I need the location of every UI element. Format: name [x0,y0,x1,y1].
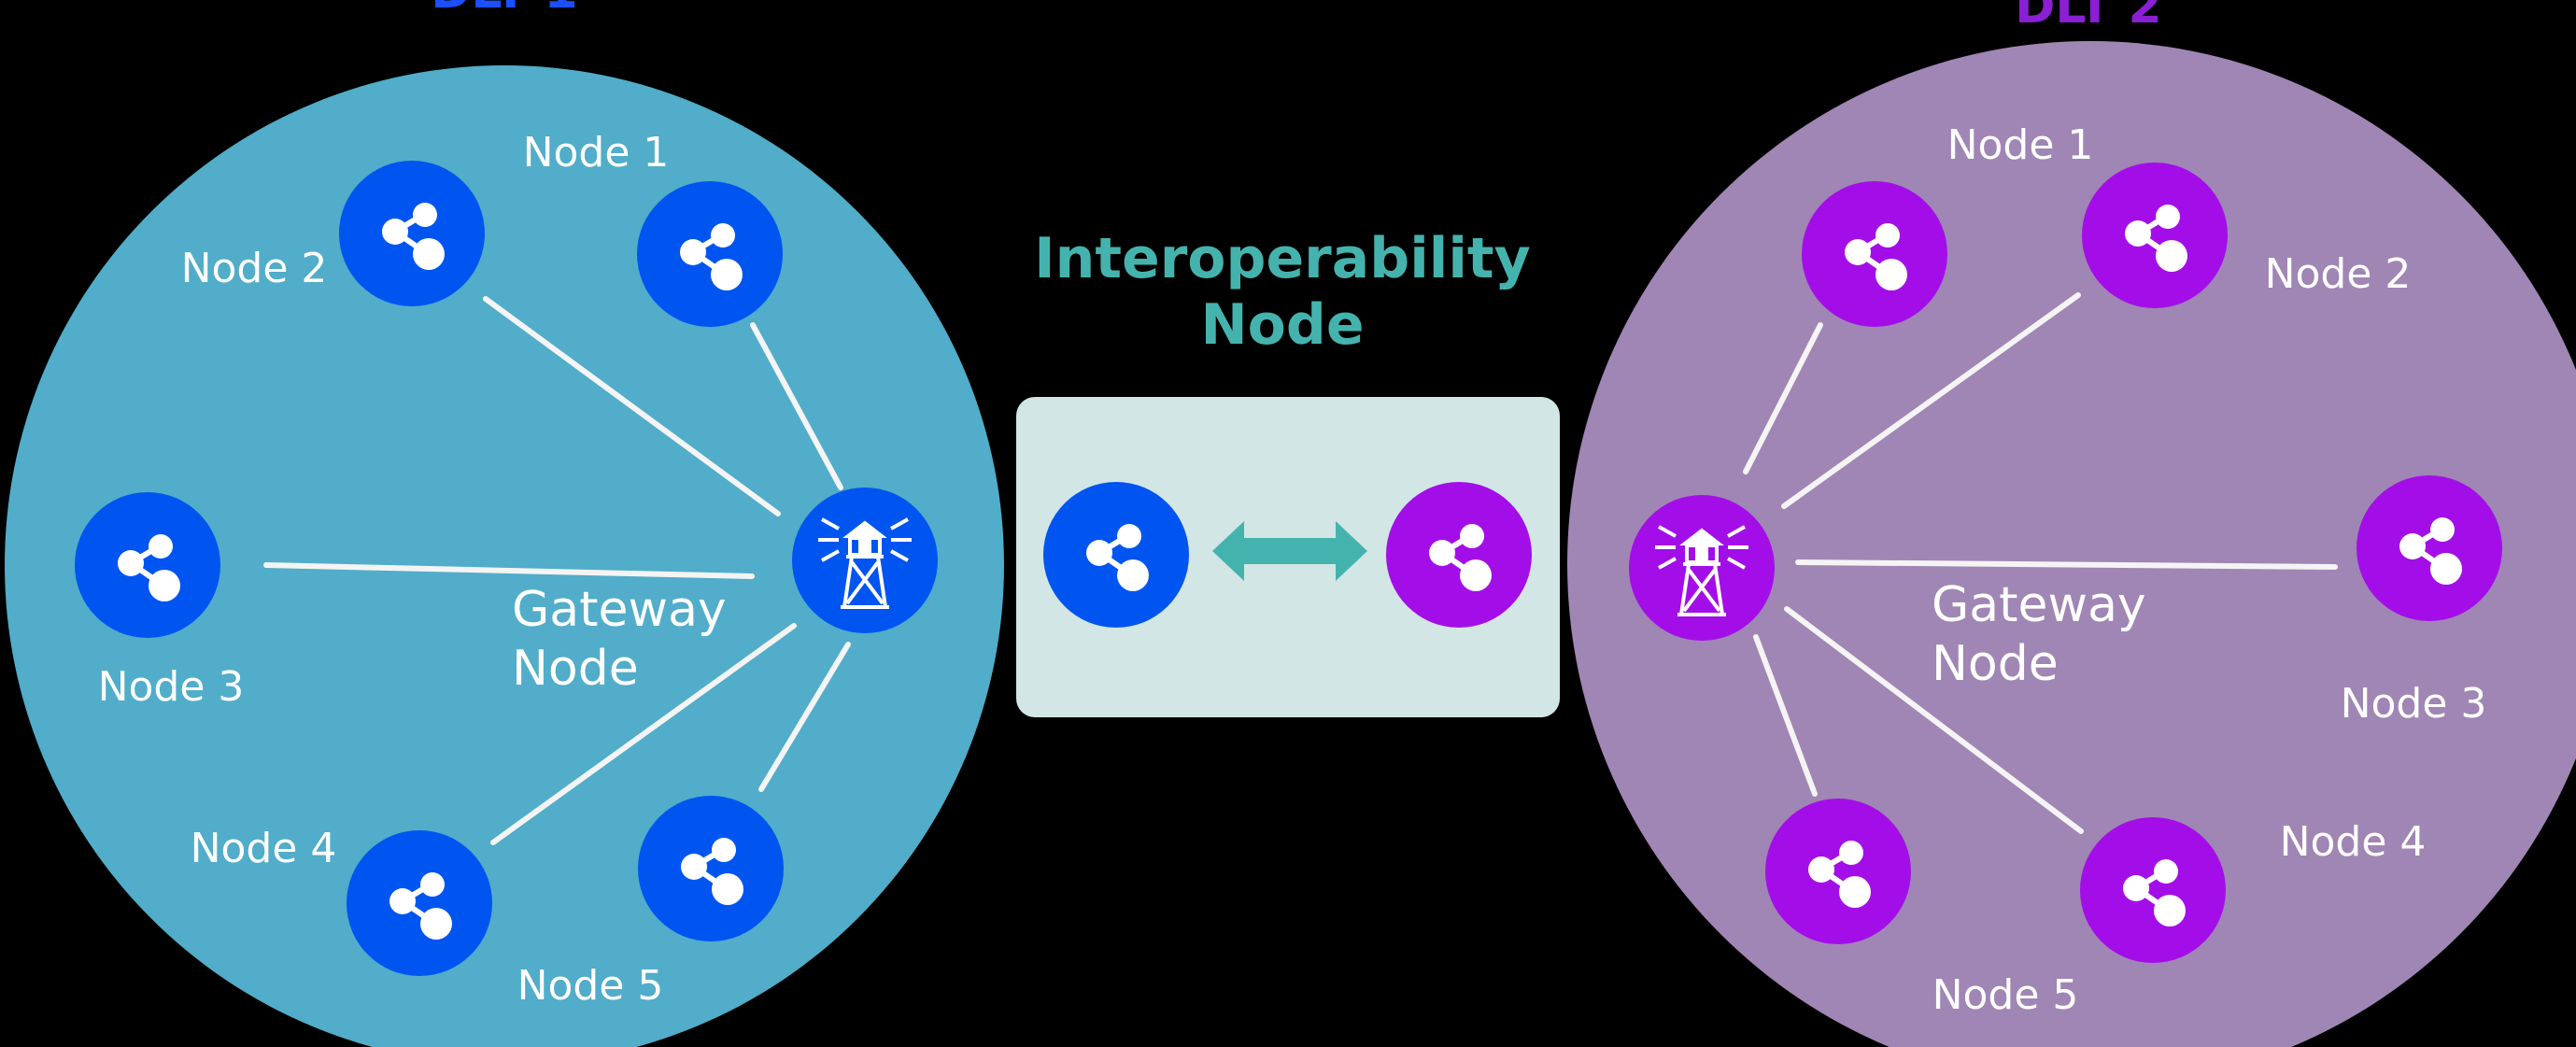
dlt1-node-4[interactable] [347,830,492,976]
dlt1-node-2-label: Node 2 [181,245,328,292]
dlt2-node-1-label: Node 1 [1947,121,2094,169]
dlt1-node-5-label: Node 5 [517,962,664,1010]
interop-dlt2-node[interactable] [1386,482,1532,628]
dlt2-link-node4 [1784,606,2084,834]
dlt1-links [263,296,851,845]
dlt2-link-node1 [1743,322,1823,474]
dlt2-gateway-label-line2: Node [1932,636,2059,692]
dlt2-gateway-label-line1: Gateway [1932,577,2146,633]
dlt1-node-1[interactable] [637,181,783,327]
interop-title-line1: Interoperability [1034,226,1530,291]
dlt2-node-5-label: Node 5 [1932,971,2079,1019]
dlt1-node-5[interactable] [638,796,784,941]
dlt2-link-node2 [1781,292,2081,509]
dlt1-link-node5 [758,642,851,792]
dlt2-node-4-label: Node 4 [2280,818,2427,866]
dlt2-links [1743,292,2338,834]
dlt1-link-node2 [483,296,781,516]
double-arrow-icon [1212,521,1367,581]
dlt1-link-node3 [263,562,755,579]
dlt1-gateway-label-line2: Node [512,641,639,697]
dlt2-node-4[interactable] [2080,817,2226,963]
dlt1-gateway-node[interactable] [792,488,938,633]
dlt1-node-2[interactable] [339,161,485,306]
dlt2-title: DLT 2 [2015,0,2161,35]
dlt1-link-node1 [750,322,843,490]
dlt2-node-1[interactable] [1802,181,1947,327]
dlt1-title: DLT 1 [431,0,577,20]
dlt2-node-5[interactable] [1765,799,1911,944]
dlt1-node-1-label: Node 1 [523,129,670,177]
dlt1-network: DLT 1 Node 1 Node 2 No [5,0,1004,1047]
dlt2-node-3[interactable] [2357,475,2502,621]
dlt1-node-3[interactable] [75,492,220,638]
dlt1-link-node4 [490,623,797,845]
dlt2-link-node3 [1795,559,2338,570]
interop-dlt1-node[interactable] [1043,482,1189,628]
dlt2-node-2[interactable] [2082,163,2228,308]
dlt2-gateway-node[interactable] [1629,495,1775,641]
dlt2-link-node5 [1753,634,1818,797]
interop-title-line2: Node [1200,292,1364,358]
dlt1-gateway-label-line1: Gateway [512,582,727,638]
dlt2-node-3-label: Node 3 [2341,680,2487,728]
dlt2-network: DLT 2 Node 1 Node 2 No [1567,0,2576,1047]
dlt1-node-3-label: Node 3 [98,663,245,711]
dlt2-node-2-label: Node 2 [2265,250,2412,298]
dlt1-node-4-label: Node 4 [191,825,337,872]
interoperability-section: Interoperability Node [1016,226,1560,717]
